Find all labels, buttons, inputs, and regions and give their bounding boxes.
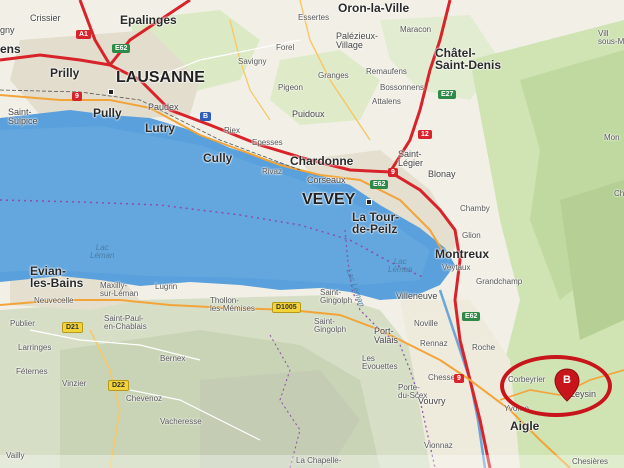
label-feternes: Féternes [16,367,48,376]
label-pigeon: Pigeon [278,83,303,92]
label-vailly: Vailly [6,451,25,460]
label-vevey: VEVEY [302,191,356,208]
road-shield-a9-lausanne: 9 [72,92,82,101]
road-shield-d21: D21 [62,322,83,333]
label-thollon: Thollon- les-Mémises [210,296,255,313]
road-shield-d1005: D1005 [272,302,301,313]
label-vinzier: Vinzier [62,379,87,388]
label-rennaz: Rennaz [420,339,448,348]
label-saint-paul: Saint-Paul- en-Chablais [104,314,147,331]
road-shield-e62-aigle: E62 [462,312,481,321]
label-maxilly: Maxilly- sur-Léman [100,281,139,298]
label-aigle: Aigle [510,419,540,433]
label-villeneuve: Villeneuve [396,291,438,301]
label-gny: gny [0,25,15,35]
label-savigny: Savigny [238,57,267,66]
label-port-valais: Port- Valais [374,326,398,345]
label-saint-gingolph-top: Saint- Gingolph [320,288,353,305]
label-lutry: Lutry [145,121,175,135]
label-vouvry: Vouvry [418,396,446,406]
label-saint-gingolph-bottom: Saint- Gingolph [314,317,347,334]
marker-label: B [563,374,571,386]
label-chardonne: Chardonne [290,154,354,168]
label-prilly: Prilly [50,66,80,80]
road-shield-e62-vevey: E62 [370,180,389,189]
label-essertes: Essertes [298,13,330,22]
label-chessel: Chessel [428,373,457,382]
label-cully: Cully [203,151,233,165]
label-chevenoz: Chevenoz [126,394,163,403]
label-remaufens: Remaufens [366,67,407,76]
label-glion: Glion [462,231,481,240]
label-ens: ens [0,42,21,56]
label-mon: Mon [604,133,620,142]
highlight-circle [500,355,612,417]
location-pin-icon[interactable] [554,368,580,402]
label-epalinges: Epalinges [120,13,177,27]
label-montreux: Montreux [435,247,489,261]
label-ch: Ch [614,189,624,198]
label-lugrin: Lugrin [155,282,178,291]
label-grandchamp: Grandchamp [476,277,523,286]
label-crissier: Crissier [30,13,61,23]
road-shield-blue-pully: B [200,112,212,121]
label-epesses: Epesses [252,138,283,147]
road-shield-a9-aigle: 9 [454,374,464,383]
label-blonay: Blonay [428,169,456,179]
road-shield-a12: 12 [418,130,432,139]
label-lac-leman-east: Lac Léman [388,257,413,274]
label-larringes: Larringes [18,343,52,352]
label-saint-sulpice: Saint- Sulpice [8,107,38,126]
label-forel: Forel [276,43,295,52]
label-attalens: Attalens [372,97,401,106]
label-yvorne: Yvorne [504,404,529,413]
label-villars: Vill sous-M [598,29,624,46]
label-oron: Oron-la-Ville [338,1,410,15]
label-vacheresse: Vacheresse [160,417,202,426]
road-shield-e27: E27 [438,90,457,99]
label-la-tour-de-peilz: La Tour- de-Peilz [352,210,400,236]
label-lac-leman-west: Lac Léman [90,243,115,260]
label-porte-du-scex: Porte- du-Scex [398,383,428,400]
label-noville: Noville [414,319,439,328]
label-la-chapelle: La Chapelle- [296,456,342,465]
road-shield-a1: A1 [76,30,91,39]
label-granges: Granges [318,71,349,80]
label-roche: Roche [472,343,496,352]
label-riex: Riex [224,126,241,135]
label-veytaux: Veytaux [442,263,471,272]
road-shield-d22: D22 [108,380,129,391]
label-puidoux: Puidoux [292,109,325,119]
label-chesieres: Chesières [572,457,609,466]
road-shield-a9-vevey: 9 [388,168,398,177]
label-maracon: Maracon [400,25,432,34]
label-chatel-saint-denis: Châtel- Saint-Denis [435,46,502,72]
label-chamby: Chamby [460,204,490,213]
label-pully: Pully [93,106,122,120]
label-bernex: Bernex [160,354,186,363]
label-lausanne: LAUSANNE [116,69,205,86]
city-dot-lausanne [108,89,114,95]
label-vionnaz: Vionnaz [424,441,453,450]
label-les-evouettes: Les Evouettes [362,354,398,371]
city-dot-vevey [366,199,372,205]
label-neuvecelle: Neuvecelle [34,296,74,305]
road-shield-e62-top: E62 [112,44,131,53]
label-bossonnens: Bossonnens [380,83,425,92]
label-rivaz: Rivaz [262,167,283,176]
label-palezieux: Palézieux- Village [336,31,379,50]
label-publier: Publier [10,319,35,328]
label-paudex: Paudex [148,102,179,112]
label-saint-legier: Saint- Légier [398,149,424,168]
label-evian: Evian- les-Bains [30,264,84,290]
label-corseaux: Corseaux [307,175,346,185]
